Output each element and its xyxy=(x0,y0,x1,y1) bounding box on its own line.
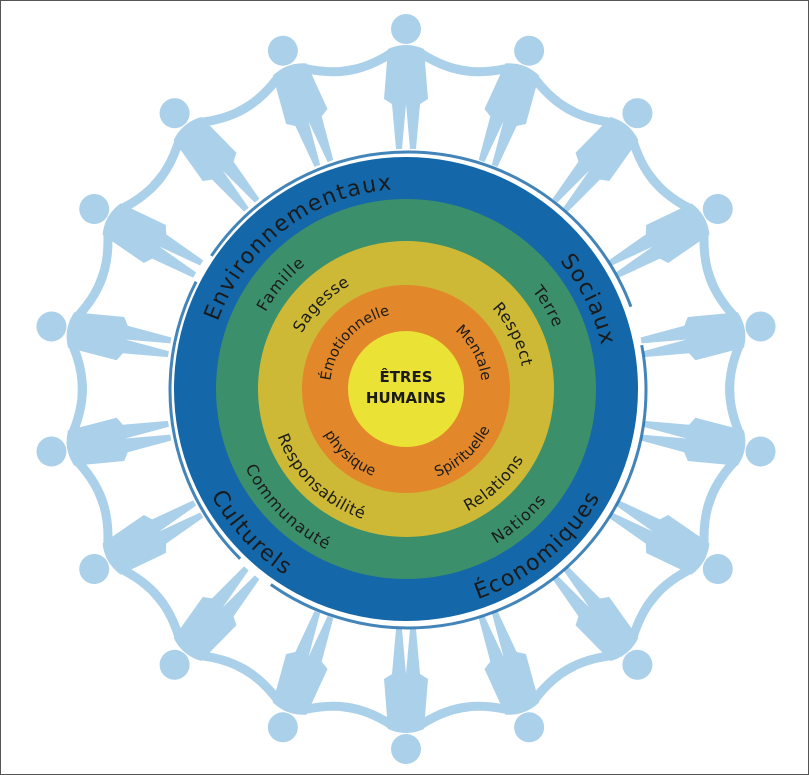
person-silhouette xyxy=(452,35,578,167)
person-silhouette xyxy=(339,629,473,764)
person-silhouette xyxy=(36,378,172,510)
person-silhouette xyxy=(339,14,473,149)
person-silhouette xyxy=(149,98,260,212)
person-silhouette xyxy=(452,611,578,743)
person-silhouette xyxy=(234,35,360,167)
ring-core xyxy=(348,331,464,447)
person-silhouette xyxy=(640,268,776,400)
center-label-line1: ÊTRES xyxy=(379,367,432,386)
outer-swirl xyxy=(168,150,648,630)
center-label-line2: HUMAINS xyxy=(366,389,446,407)
person-silhouette xyxy=(79,489,204,607)
person-silhouette xyxy=(79,171,204,289)
people-ring-background xyxy=(36,14,776,764)
person-silhouette xyxy=(234,611,360,743)
